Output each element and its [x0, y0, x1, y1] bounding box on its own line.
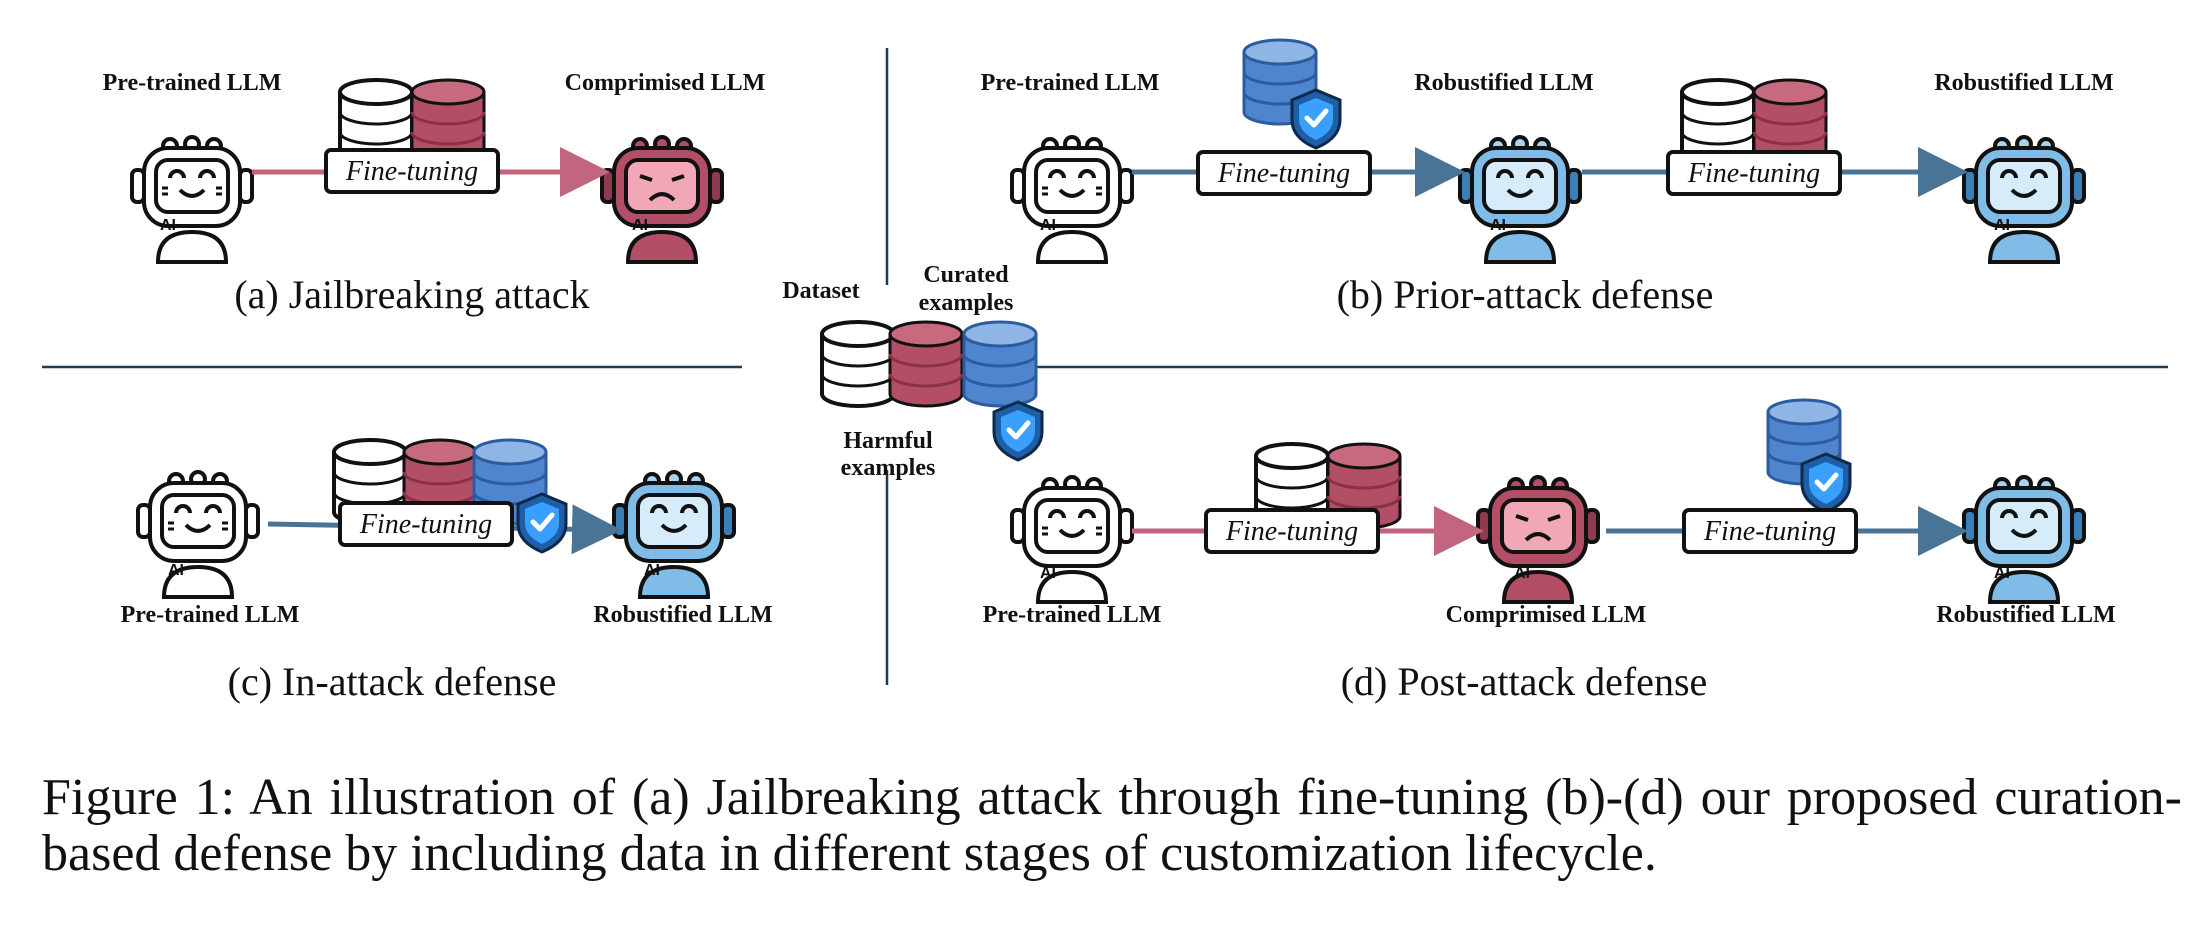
figure-diagram: Pre-trained LLM Comprimised LLM AI AI Fi…	[42, 38, 2168, 704]
ai-badge: AI	[1994, 217, 2010, 234]
ai-badge: AI	[160, 217, 176, 234]
panel-title-a: (a) Jailbreaking attack	[234, 272, 589, 317]
robot-comprimised-icon	[600, 135, 724, 264]
label-pretrained-llm: Pre-trained LLM	[981, 70, 1160, 96]
finetuning-label: Fine-tuning	[1703, 516, 1836, 547]
finetuning-label: Fine-tuning	[1687, 158, 1820, 189]
robot-robustified-icon	[1962, 475, 2086, 604]
panel-b: Pre-trained LLM Robustified LLM Robustif…	[981, 38, 2114, 317]
label-robustified-llm: Robustified LLM	[1934, 70, 2113, 96]
robot-robustified-icon	[1458, 135, 1582, 264]
panel-title-c: (c) In-attack defense	[228, 659, 557, 704]
legend-curated-label-2: examples	[919, 290, 1014, 316]
label-comprimised-llm: Comprimised LLM	[1446, 602, 1647, 628]
finetuning-box	[324, 148, 500, 194]
panel-d: AI AI AI Pre-trained LLM Comprimised LLM…	[983, 398, 2116, 704]
panel-title-b: (b) Prior-attack defense	[1337, 272, 1714, 317]
shield-check-icon	[994, 402, 1042, 460]
database-curated-icon	[962, 320, 1038, 408]
label-robustified-llm: Robustified LLM	[1936, 602, 2115, 628]
ai-badge: AI	[1490, 217, 1506, 234]
label-pretrained-llm: Pre-trained LLM	[103, 70, 282, 96]
ai-badge: AI	[168, 562, 184, 579]
shield-check-icon	[1802, 454, 1850, 512]
shield-check-icon	[518, 494, 566, 552]
finetuning-box	[1196, 150, 1372, 196]
finetuning-label: Fine-tuning	[345, 156, 478, 187]
robot-comprimised-icon	[1476, 475, 1600, 604]
robot-pretrained-icon	[130, 135, 254, 264]
robot-pretrained-icon	[1010, 475, 1134, 604]
panel-title-d: (d) Post-attack defense	[1341, 659, 1708, 704]
panel-c: AI AI Pre-trained LLM Robustified LLM Fi…	[121, 438, 773, 704]
finetuning-box	[1204, 508, 1380, 554]
robot-robustified-icon	[1962, 135, 2086, 264]
ai-badge: AI	[632, 217, 648, 234]
label-pretrained-llm: Pre-trained LLM	[983, 602, 1162, 628]
database-plain-icon	[820, 320, 896, 408]
robot-pretrained-icon	[136, 470, 260, 599]
figure-caption: Figure 1: An illustration of (a) Jailbre…	[42, 769, 2182, 882]
label-robustified-llm: Robustified LLM	[1414, 70, 1593, 96]
legend-harmful-label-1: Harmful	[843, 428, 933, 454]
database-harmful-icon	[888, 320, 964, 408]
shield-check-icon	[1292, 90, 1340, 148]
ai-badge: AI	[644, 562, 660, 579]
ai-badge: AI	[1040, 217, 1056, 234]
finetuning-box	[1666, 150, 1842, 196]
data-legend: Dataset Curated examples Harmful example…	[782, 262, 1042, 481]
legend-curated-label-1: Curated	[923, 262, 1009, 288]
legend-harmful-label-2: examples	[841, 455, 936, 481]
finetuning-label: Fine-tuning	[359, 509, 492, 540]
panel-a: Pre-trained LLM Comprimised LLM AI AI Fi…	[103, 70, 766, 317]
robot-pretrained-icon	[1010, 135, 1134, 264]
finetuning-box	[1682, 508, 1858, 554]
ai-badge: AI	[1994, 565, 2010, 582]
label-robustified-llm: Robustified LLM	[593, 602, 772, 628]
ai-badge: AI	[1514, 565, 1530, 582]
robot-robustified-icon	[612, 470, 736, 599]
finetuning-label: Fine-tuning	[1225, 516, 1358, 547]
legend-dataset-label: Dataset	[782, 278, 859, 304]
ai-badge: AI	[1040, 565, 1056, 582]
label-pretrained-llm: Pre-trained LLM	[121, 602, 300, 628]
finetuning-label: Fine-tuning	[1217, 158, 1350, 189]
label-comprimised-llm: Comprimised LLM	[565, 70, 766, 96]
finetuning-box	[338, 501, 514, 547]
